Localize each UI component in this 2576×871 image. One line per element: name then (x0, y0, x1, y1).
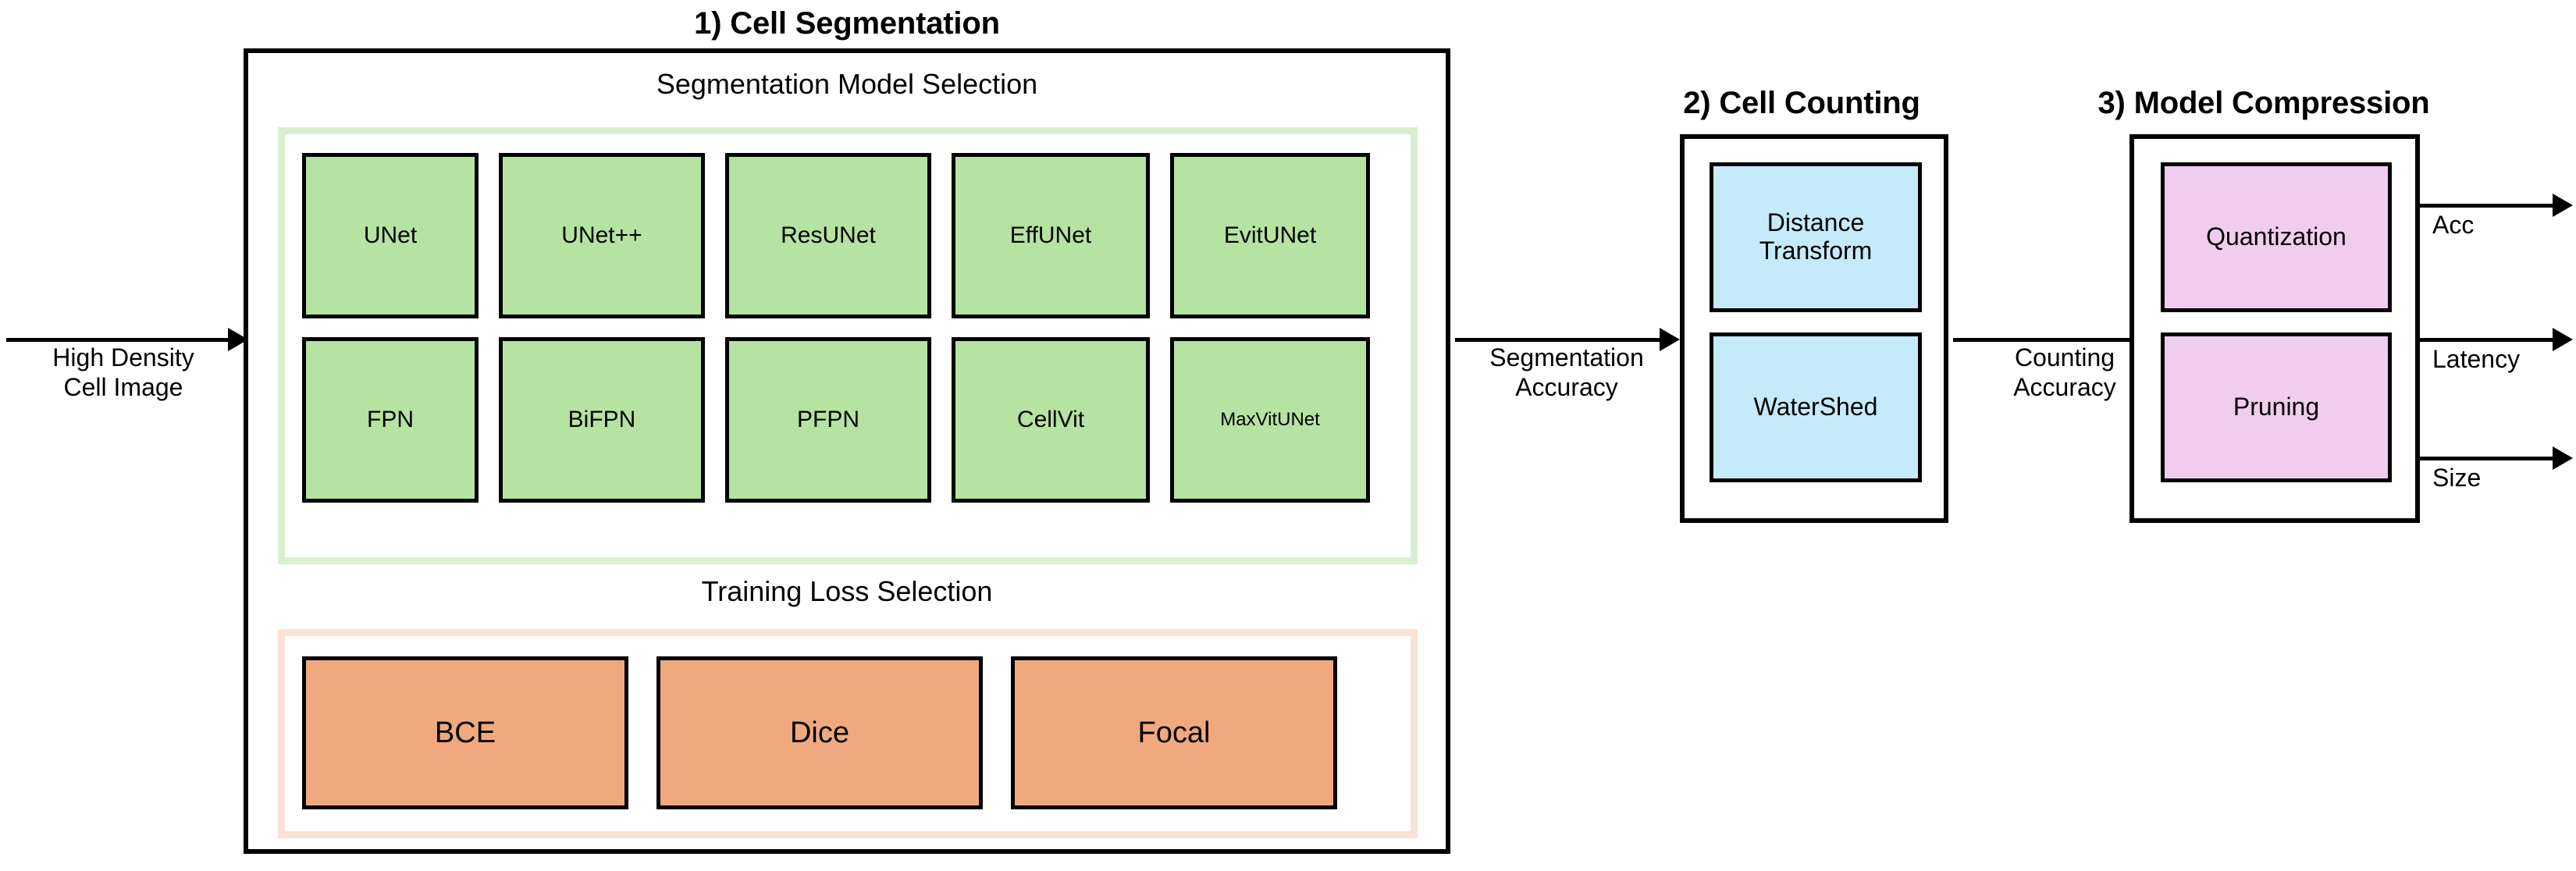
output-arrow-latency (2418, 328, 2573, 351)
training-loss-group: BCE Dice Focal (278, 629, 1418, 838)
arrow-head-icon (2553, 194, 2573, 217)
loss-block-focal[interactable]: Focal (1011, 656, 1337, 809)
model-block-evitunet[interactable]: EvitUNet (1170, 153, 1370, 318)
model-block-maxvitunet[interactable]: MaxVitUNet (1170, 337, 1370, 503)
output-label-size: Size (2432, 464, 2482, 492)
stage-2-title: 2) Cell Counting (1683, 86, 1920, 120)
counting-block-distance-transform[interactable]: Distance Transform (1710, 162, 1922, 312)
input-label: High Density Cell Image (52, 343, 194, 401)
output-arrow-size (2418, 446, 2573, 470)
arrow-head-icon (2553, 328, 2573, 351)
arrow-shaft (2418, 456, 2553, 460)
counting-accuracy-label: Counting Accuracy (2013, 343, 2116, 401)
model-block-resunet[interactable]: ResUNet (725, 153, 931, 318)
segmentation-model-group: UNet UNet++ ResUNet EffUNet EvitUNet FPN… (278, 127, 1418, 564)
arrow-head-icon (2553, 446, 2573, 470)
model-block-cellvit[interactable]: CellVit (952, 337, 1150, 503)
arrow-shaft (6, 337, 228, 342)
training-loss-group-label: Training Loss Selection (701, 575, 993, 607)
model-block-pfpn[interactable]: PFPN (725, 337, 931, 503)
model-block-unet[interactable]: UNet (302, 153, 479, 318)
model-block-bifpn[interactable]: BiFPN (499, 337, 705, 503)
segmentation-model-group-label: Segmentation Model Selection (656, 68, 1038, 100)
segmentation-accuracy-label: Segmentation Accuracy (1489, 343, 1644, 401)
stage-1-panel: Segmentation Model Selection UNet UNet++… (244, 48, 1450, 854)
output-arrow-acc (2418, 194, 2573, 217)
model-block-fpn[interactable]: FPN (302, 337, 479, 503)
arrow-shaft (2418, 337, 2553, 342)
arrow-shaft (2418, 203, 2553, 208)
output-label-acc: Acc (2432, 211, 2475, 239)
arrow-shaft (1455, 337, 1660, 342)
loss-block-bce[interactable]: BCE (302, 656, 628, 809)
compression-block-pruning[interactable]: Pruning (2161, 332, 2392, 482)
stage-3-title: 3) Model Compression (2097, 86, 2430, 120)
output-label-latency: Latency (2432, 345, 2521, 373)
compression-block-quantization[interactable]: Quantization (2161, 162, 2392, 312)
model-block-effunet[interactable]: EffUNet (952, 153, 1150, 318)
counting-block-watershed[interactable]: WaterShed (1710, 332, 1922, 482)
arrow-head-icon (1660, 328, 1680, 351)
stage-3-panel: Quantization Pruning (2129, 134, 2420, 523)
stage-1-title: 1) Cell Segmentation (694, 6, 1000, 41)
segmentation-accuracy-arrow (1455, 328, 1680, 351)
loss-block-dice[interactable]: Dice (656, 656, 983, 809)
arrow-shaft (1953, 337, 2161, 342)
stage-2-panel: Distance Transform WaterShed (1680, 134, 1948, 523)
model-block-unetpp[interactable]: UNet++ (499, 153, 705, 318)
